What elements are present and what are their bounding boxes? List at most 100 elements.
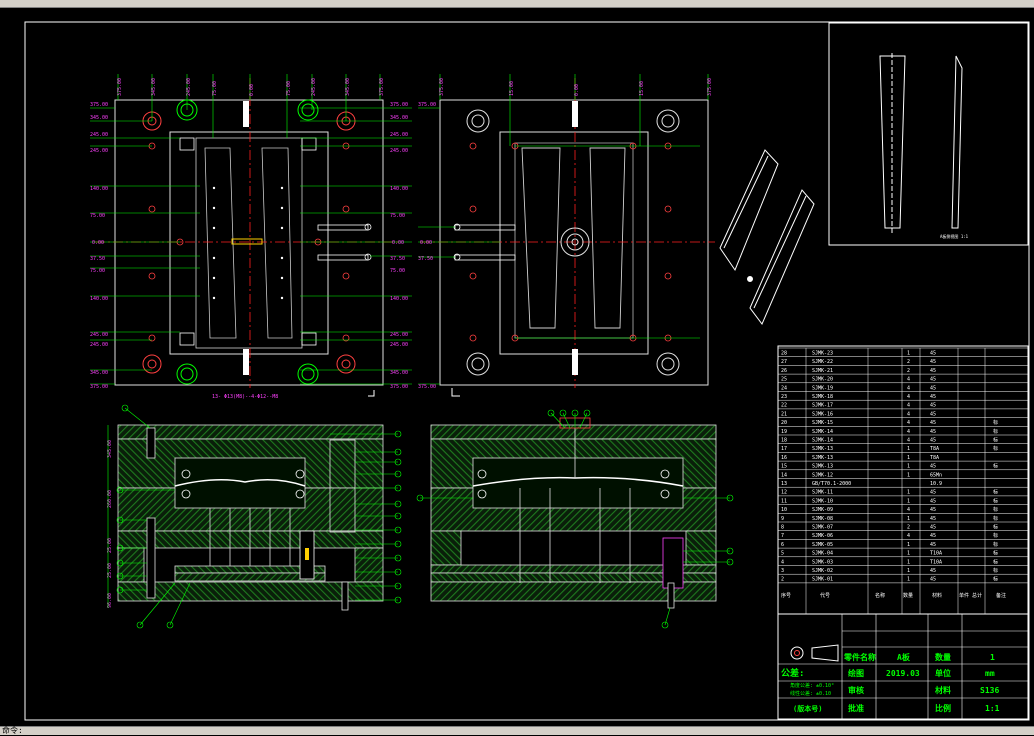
bom-row-material: T10A — [930, 551, 942, 557]
cad-drawing-canvas[interactable]: 375.00 345.00 245.00 245.00 140.00 75.00… — [0, 8, 1034, 726]
dim-r-1: 375.00 — [390, 102, 408, 108]
bom-header-note: 备注 — [996, 592, 1006, 599]
bom-row-no: 4 — [781, 559, 784, 565]
title-block: 零件名称 A板 数量 1 绘图 2019.03 单位 mm 审核 材料 S136… — [777, 613, 1029, 720]
sec-dim-1: 345.00 — [107, 440, 113, 458]
bom-row-note: 标 — [993, 428, 998, 435]
bom-row-no: 25 — [781, 377, 787, 383]
part-side-view: A板侧视图 1:1 — [879, 53, 969, 239]
bom-row-qty: 1 — [907, 490, 910, 496]
bom-row-no: 2 — [781, 577, 784, 583]
dim-l-6: 75.00 — [90, 213, 105, 219]
sec-dim-3: 25.00 — [107, 538, 113, 553]
bom-row-material: 45 — [930, 577, 936, 583]
bom-header-material: 材料 — [932, 592, 942, 599]
dimr-top-1: 375.00 — [439, 78, 445, 96]
bom-row-note: 标 — [993, 550, 998, 557]
bom-row-note: 标 — [993, 437, 998, 444]
bom-row-code: SJMK-18 — [812, 394, 833, 400]
tb-check-label: 审核 — [848, 685, 864, 695]
tb-tol-2: 线性公差: ±0.10 — [790, 690, 831, 697]
dim-l-7: 0.00 — [92, 240, 104, 246]
dimr-left-1: 375.00 — [418, 102, 436, 108]
bom-row-code: SJMK-02 — [812, 568, 833, 574]
bom-row-no: 14 — [781, 472, 787, 478]
bom-row-note: 标 — [993, 532, 998, 539]
dimr-top-3: 0.00 — [574, 84, 580, 96]
dim-top-8: 345.00 — [345, 78, 351, 96]
dim-r-13: 345.00 — [390, 370, 408, 376]
bom-row-material: 45 — [930, 359, 936, 365]
bom-row-no: 17 — [781, 446, 787, 452]
bom-row-code: SJMK-12 — [812, 472, 833, 478]
bom-row-material: 45 — [930, 420, 936, 426]
plan-bottom-note: 13- Φ13(M8)--4-Φ12--M8 — [212, 394, 278, 400]
bom-row-qty: 4 — [907, 533, 910, 539]
bom-row-qty: 4 — [907, 429, 910, 435]
dimr-top-5: 375.00 — [707, 78, 713, 96]
dim-r-6: 75.00 — [390, 213, 405, 219]
bom-row-code: SJMK-20 — [812, 377, 833, 383]
bom-header-weight: 单件 总计 — [959, 592, 982, 599]
bom-row-note: 标 — [993, 515, 998, 522]
bom-row-code: SJMK-09 — [812, 507, 833, 513]
bom-row-code: SJMK-13 — [812, 464, 833, 470]
bom-row-material: 45 — [930, 394, 936, 400]
bom-row-material: 45 — [930, 542, 936, 548]
bom-row-note: 标 — [993, 445, 998, 452]
bom-row-material: 45 — [930, 385, 936, 391]
bom-row-no: 8 — [781, 525, 784, 531]
dim-r-12: 245.00 — [390, 342, 408, 348]
command-line[interactable]: 命令: — [0, 726, 1034, 735]
bom-row-code: SJMK-23 — [812, 351, 833, 357]
bom-row-no: 13 — [781, 481, 787, 487]
bom-row-code: SJMK-16 — [812, 411, 833, 417]
bom-row-material: 65Mn — [930, 472, 942, 478]
bom-header-no: 序号 — [781, 592, 791, 599]
bom-row-code: SJMK-21 — [812, 368, 833, 374]
bom-row-code: SJMK-22 — [812, 359, 833, 365]
bom-row-material: T10A — [930, 559, 942, 565]
bom-row-no: 23 — [781, 394, 787, 400]
bom-header-name: 名称 — [875, 592, 885, 599]
bom-row-material: 45 — [930, 411, 936, 417]
bom-row-code: SJMK-14 — [812, 438, 833, 444]
dim-r-2: 345.00 — [390, 115, 408, 121]
dim-r-9: 75.00 — [390, 268, 405, 274]
bom-row-qty: 1 — [907, 516, 910, 522]
bom-row-qty: 1 — [907, 351, 910, 357]
bom-row-no: 10 — [781, 507, 787, 513]
dim-l-3: 245.00 — [90, 132, 108, 138]
tb-approve-label: 批准 — [848, 703, 864, 713]
plan-view-right: 375.00 0.00 37.50 375.00 375.00 15.00 0.… — [418, 74, 715, 397]
dimr-left-3: 37.50 — [418, 256, 433, 262]
bom-row-code: SJMK-13 — [812, 455, 833, 461]
bom-row-material: 45 — [930, 464, 936, 470]
bom-row-code: SJMK-14 — [812, 429, 833, 435]
bom-row-no: 3 — [781, 568, 784, 574]
bom-row-no: 28 — [781, 351, 787, 357]
dim-r-3: 245.00 — [390, 132, 408, 138]
bom-row-qty: 1 — [907, 498, 910, 504]
bom-row-no: 22 — [781, 403, 787, 409]
bom-row-code: GB/T70.1-2000 — [812, 481, 851, 487]
bom-row-code: SJMK-01 — [812, 577, 833, 583]
dim-l-11: 245.00 — [90, 332, 108, 338]
dim-top-2: 345.00 — [151, 78, 157, 96]
tb-part-name: A板 — [897, 652, 911, 662]
bom-row-material: 45 — [930, 377, 936, 383]
bom-row-qty: 4 — [907, 385, 910, 391]
dim-top-4: 75.00 — [212, 81, 218, 96]
bom-row-material: 45 — [930, 533, 936, 539]
tb-qty: 1 — [990, 653, 995, 662]
bom-row-qty: 4 — [907, 403, 910, 409]
bom-row-material: T8A — [930, 455, 939, 461]
dim-r-11: 245.00 — [390, 332, 408, 338]
bom-row-qty: 4 — [907, 411, 910, 417]
dimr-left-2: 0.00 — [420, 240, 432, 246]
dim-l-9: 75.00 — [90, 268, 105, 274]
section-right-balloons — [416, 409, 734, 629]
section-view-right — [430, 417, 717, 609]
bom-row-code: SJMK-11 — [812, 490, 833, 496]
